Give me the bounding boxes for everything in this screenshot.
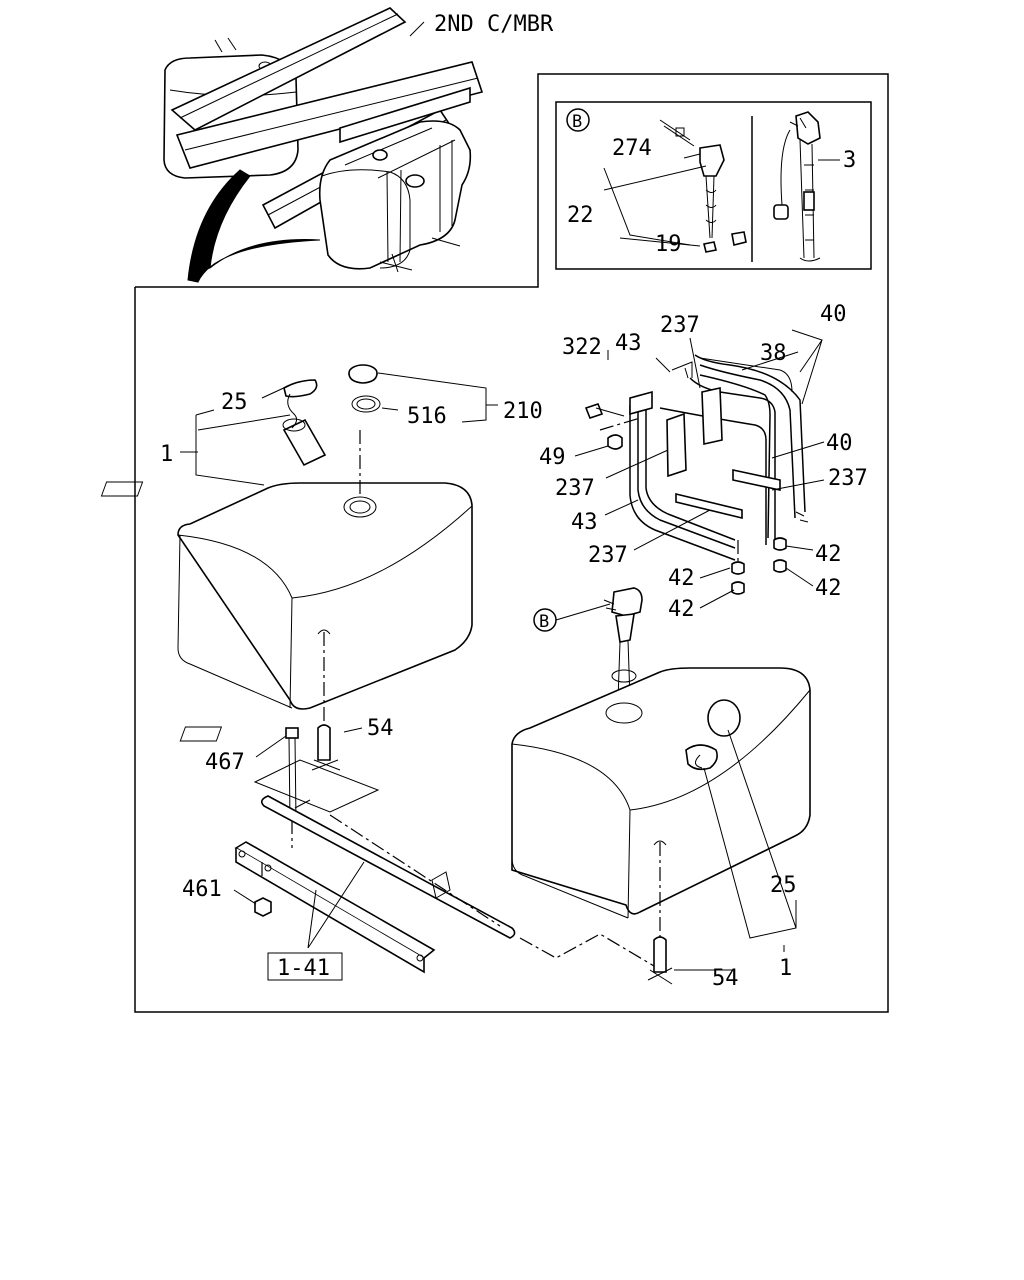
part-210-label: 210	[503, 399, 543, 424]
part-1-right-label: 1	[779, 956, 792, 981]
part-42-d-label: 42	[668, 597, 695, 622]
part-54-right-label: 54	[712, 966, 739, 991]
part-40-top-label: 40	[820, 302, 847, 327]
part-25-right-label: 25	[770, 873, 797, 898]
part-49-label: 49	[539, 445, 566, 470]
tank-bracket-assembly	[584, 354, 809, 595]
part-1-left-label: 1	[160, 442, 173, 467]
main-b-marker: B	[539, 612, 549, 632]
part-461-label: 461	[182, 877, 222, 902]
part-467-label: 467	[205, 750, 245, 775]
fuel-tank-left	[100, 364, 473, 722]
part-40-mid-label: 40	[826, 431, 853, 456]
detail-b-inset	[566, 108, 821, 262]
part-322-label: 322	[562, 335, 602, 360]
part-274-label: 274	[612, 136, 652, 161]
part-42-a-label: 42	[815, 542, 842, 567]
part-237-top-label: 237	[660, 313, 700, 338]
part-3-label: 3	[843, 148, 856, 173]
fuel-tank-right	[179, 667, 811, 940]
tank-mount-rails	[234, 724, 673, 985]
part-42-c-label: 42	[815, 576, 842, 601]
part-19-label: 19	[655, 232, 682, 257]
vehicle-frame-inset	[163, 7, 484, 283]
part-42-b-label: 42	[668, 566, 695, 591]
part-237-left-label: 237	[555, 476, 595, 501]
part-237-bottom-label: 237	[588, 543, 628, 568]
reference-1-41-box	[267, 952, 343, 981]
diagram-frames	[134, 73, 889, 1013]
callout-labels: 2ND C/MBR B 274 22 19 3 322 43 237 40 38…	[160, 12, 868, 991]
part-38-label: 38	[760, 341, 787, 366]
part-43-top-label: 43	[615, 331, 642, 356]
part-25-left-label: 25	[221, 390, 248, 415]
part-43-bottom-label: 43	[571, 510, 598, 535]
part-237-right-label: 237	[828, 466, 868, 491]
part-22-label: 22	[567, 203, 594, 228]
detail-b-marker: B	[572, 112, 582, 132]
part-54-left-label: 54	[367, 716, 394, 741]
second-crossmember-label: 2ND C/MBR	[434, 12, 554, 37]
leader-lines	[180, 153, 840, 971]
reference-1-41-label[interactable]: 1-41	[277, 956, 330, 981]
part-516-label: 516	[407, 404, 447, 429]
